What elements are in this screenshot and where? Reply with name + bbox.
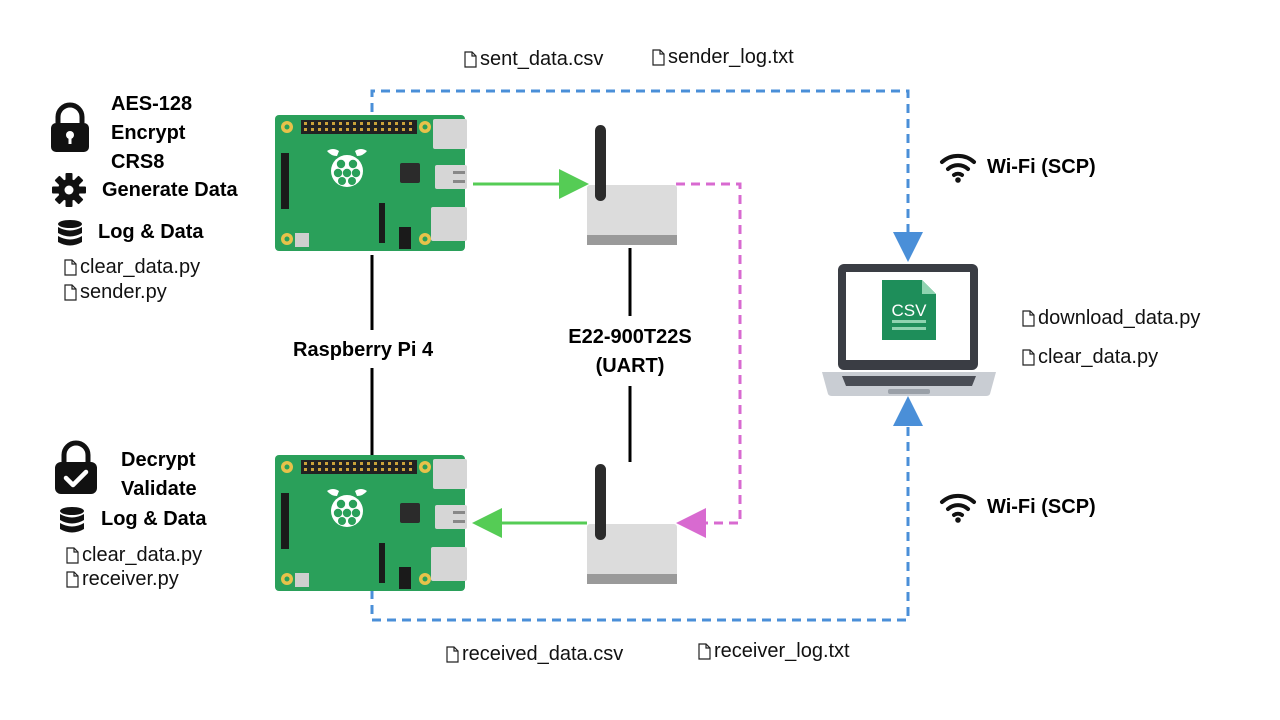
lock-check-icon	[55, 440, 97, 494]
radio-label-line2: (UART)	[595, 355, 665, 377]
feature-crs8: CRS8	[111, 151, 165, 173]
receiver-log-label: Log & Data	[101, 508, 207, 530]
file-icon	[464, 50, 477, 68]
csv-file-icon	[882, 280, 936, 340]
sender-file-clear-data: clear_data.py	[64, 257, 200, 277]
laptop-file-clear-data: clear_data.py	[1022, 347, 1158, 367]
feature-decrypt: Decrypt	[121, 449, 196, 471]
laptop-icon: CSV	[822, 264, 996, 396]
raspberry-pi-sender	[275, 115, 467, 251]
wifi-top-arrow	[370, 89, 923, 262]
generate-data-label: Generate Data	[102, 179, 238, 201]
raspberry-pi-receiver	[275, 455, 467, 591]
receiver-file-receiver-py: receiver.py	[66, 569, 179, 589]
file-icon	[1022, 348, 1035, 366]
file-icon	[66, 546, 79, 564]
feature-encrypt: Encrypt	[111, 122, 186, 144]
file-sender-log-txt: sender_log.txt	[652, 47, 794, 67]
file-received-data-csv: received_data.csv	[446, 644, 623, 664]
database-icon	[60, 507, 84, 533]
feature-validate: Validate	[121, 478, 197, 500]
wifi-icon	[940, 153, 976, 185]
file-icon	[652, 48, 665, 66]
file-icon	[698, 642, 711, 660]
lora-module-top	[587, 125, 677, 245]
wifi-label-bottom: Wi-Fi (SCP)	[987, 496, 1096, 518]
laptop-file-download-data: download_data.py	[1022, 308, 1200, 328]
csv-label: CSV	[892, 301, 928, 320]
receiver-file-clear-data: clear_data.py	[66, 545, 202, 565]
wifi-label-top: Wi-Fi (SCP)	[987, 156, 1096, 178]
wifi-bottom-arrow	[370, 396, 923, 622]
gear-icon	[52, 173, 86, 207]
lora-module-bottom	[587, 464, 677, 584]
lock-icon	[51, 102, 89, 152]
radio-label-line1: E22-900T22S	[568, 326, 692, 348]
file-sent-data-csv: sent_data.csv	[464, 49, 603, 69]
lora-link-arrow	[676, 182, 742, 538]
raspberry-pi-label: Raspberry Pi 4	[293, 339, 434, 361]
file-icon	[64, 258, 77, 276]
file-icon	[1022, 309, 1035, 327]
feature-aes128: AES-128	[111, 93, 193, 115]
sender-log-label: Log & Data	[98, 221, 204, 243]
file-icon	[446, 645, 459, 663]
file-icon	[66, 570, 79, 588]
sender-file-sender-py: sender.py	[64, 282, 167, 302]
file-receiver-log-txt: receiver_log.txt	[698, 641, 850, 661]
file-icon	[64, 283, 77, 301]
wifi-icon	[940, 493, 976, 525]
database-icon	[58, 220, 82, 246]
